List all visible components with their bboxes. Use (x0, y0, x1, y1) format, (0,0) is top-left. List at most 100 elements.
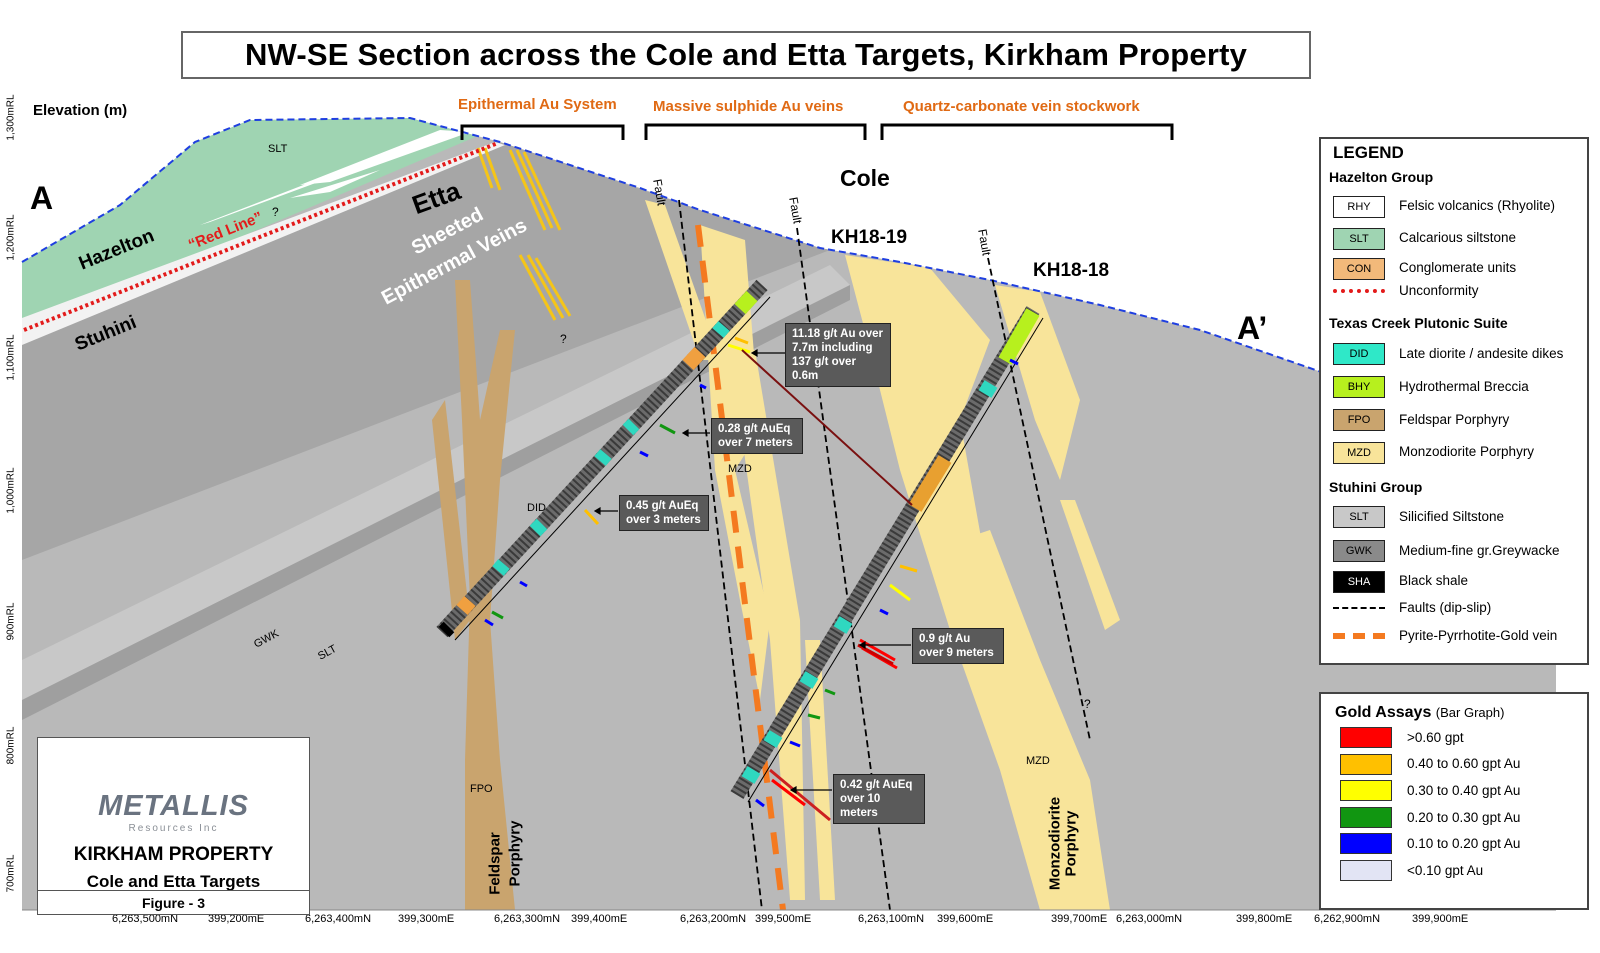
label-kh18-19: KH18-19 (831, 227, 908, 248)
legend-label: Faults (dip-slip) (1399, 600, 1492, 615)
assay-legend-title: Gold Assays (Bar Graph) (1335, 704, 1504, 722)
bottom-tick: 399,900mE (1412, 913, 1469, 925)
assay-swatch-orange (1340, 754, 1392, 775)
bottom-tick: 399,500mE (755, 913, 812, 925)
figure-number: Figure - 3 (38, 890, 309, 915)
figure-title: NW-SE Section across the Cole and Etta T… (244, 37, 1248, 72)
etta-veins (476, 147, 572, 321)
bottom-tick: 6,263,200mN (680, 913, 747, 925)
legend-panel: LEGEND Hazelton Group RHY Felsic volcani… (1319, 137, 1589, 665)
bottom-tick: 399,800mE (1236, 913, 1293, 925)
legend-label: Felsic volcanics (Rhyolite) (1399, 198, 1556, 213)
label-mzd-1: MZD (728, 463, 752, 475)
legend-swatch-con: CON (1333, 258, 1385, 280)
mzd-dike-4 (805, 640, 835, 900)
logo-box: METALLIS Resources Inc KIRKHAM PROPERTY … (37, 737, 310, 915)
legend-swatch-slt-grey: SLT (1333, 506, 1385, 528)
legend-swatch-slt-green: SLT (1333, 228, 1385, 250)
legend-label: Black shale (1399, 573, 1469, 588)
assay-subtitle-text: (Bar Graph) (1435, 705, 1505, 720)
assay-swatch-green (1340, 807, 1392, 828)
assay-callout: 11.18 g/t Au over 7.7m including 137 g/t… (785, 323, 891, 387)
assay-swatch-red (1340, 727, 1392, 748)
legend-swatch-gwk: GWK (1333, 540, 1385, 562)
legend-label: Late diorite / andesite dikes (1399, 346, 1564, 361)
legend-label: Feldspar Porphyry (1399, 412, 1510, 427)
legend-swatch-mzd: MZD (1333, 442, 1385, 464)
section-end-a-prime: A’ (1237, 310, 1268, 346)
zone-brackets (460, 123, 1174, 140)
figure-title-box: NW-SE Section across the Cole and Etta T… (181, 31, 1311, 79)
label-cole: Cole (840, 165, 890, 191)
elevation-tick: 1,300mRL (5, 94, 17, 141)
legend-vein-symbol (1333, 633, 1385, 639)
callout-line: over 7 meters (718, 437, 793, 449)
zone-label-epithermal: Epithermal Au System (458, 96, 617, 113)
label-porphyry-2: Porphyry (1062, 810, 1080, 877)
legend-label: Pyrite-Pyrrhotite-Gold vein (1399, 628, 1558, 643)
elevation-tick: 800mRL (5, 726, 17, 765)
bottom-tick: 399,700mE (1051, 913, 1108, 925)
label-question-3: ? (1084, 697, 1091, 711)
mzd-dike-7 (1060, 500, 1120, 630)
zone-label-massive-sulphide: Massive sulphide Au veins (653, 98, 844, 115)
company-logo-sub: Resources Inc (128, 823, 219, 834)
bottom-tick: 6,263,400mN (305, 913, 372, 925)
bottom-tick: 6,263,000mN (1116, 913, 1183, 925)
mzd-dike-6 (960, 530, 1040, 660)
label-monzodiorite: Monzodiorite (1046, 796, 1064, 891)
assay-label: 0.30 to 0.40 gpt Au (1407, 783, 1521, 798)
legend-label: Unconformity (1399, 283, 1479, 298)
bottom-tick: 6,263,300mN (494, 913, 561, 925)
callout-line: 137 g/t over 0.6m (792, 356, 856, 382)
legend-swatch-fpo: FPO (1333, 409, 1385, 431)
assay-bars (484, 336, 1019, 822)
assay-label: <0.10 gpt Au (1407, 863, 1484, 878)
legend-group-texas-creek: Texas Creek Plutonic Suite (1329, 315, 1508, 331)
hazelton-white-streak-2 (300, 130, 470, 185)
drill-intervals (456, 290, 1040, 784)
bottom-tick: 6,263,500mN (112, 913, 179, 925)
bottom-tick: 6,262,900mN (1314, 913, 1381, 925)
label-slt-top: SLT (268, 143, 288, 155)
callout-line: 0.45 g/t AuEq (626, 500, 699, 512)
callout-line: over 9 meters (919, 647, 994, 659)
legend-swatch-did: DID (1333, 343, 1385, 365)
legend-label: Conglomerate units (1399, 260, 1517, 275)
label-kh18-18: KH18-18 (1033, 260, 1110, 281)
label-did: DID (527, 502, 546, 514)
assay-label: 0.20 to 0.30 gpt Au (1407, 810, 1521, 825)
label-feldspar: Feldspar (486, 832, 504, 895)
hole-correlation-line (741, 349, 913, 506)
bottom-tick: 399,300mE (398, 913, 455, 925)
label-mzd-2: MZD (1026, 755, 1050, 767)
legend-fault-symbol (1333, 607, 1385, 609)
target-names: Cole and Etta Targets (86, 872, 261, 891)
callout-line: over 3 meters (626, 514, 701, 526)
legend-swatch-sha: SHA (1333, 571, 1385, 593)
label-porphyry-1: Porphyry (506, 820, 524, 887)
legend-swatch-bhy: BHY (1333, 376, 1385, 398)
legend-title: LEGEND (1333, 143, 1404, 162)
callout-line: 0.28 g/t AuEq (718, 423, 791, 435)
legend-unconformity-symbol (1333, 289, 1385, 293)
mzd-dike-3 (730, 350, 805, 900)
mzd-dike-1 (645, 200, 720, 360)
slt-band (22, 265, 850, 700)
assay-swatch-blue (1340, 833, 1392, 854)
bottom-tick: 399,400mE (571, 913, 628, 925)
white-strip (22, 142, 505, 345)
property-name: KIRKHAM PROPERTY (73, 844, 274, 865)
assay-label: >0.60 gpt (1407, 730, 1464, 745)
gwk-band-upper (22, 140, 830, 560)
unconformity-line (23, 141, 499, 332)
elevation-tick: 700mRL (5, 854, 17, 893)
mzd-main-body (845, 255, 1110, 910)
bottom-tick: 399,600mE (937, 913, 994, 925)
legend-label: Hydrothermal Breccia (1399, 379, 1529, 394)
label-question-1: ? (272, 205, 279, 219)
elevation-tick: 1,100mRL (5, 334, 17, 381)
hazelton-white-streak-3 (290, 170, 380, 198)
assay-callout: 0.9 g/t Au over 9 meters (912, 628, 1004, 664)
